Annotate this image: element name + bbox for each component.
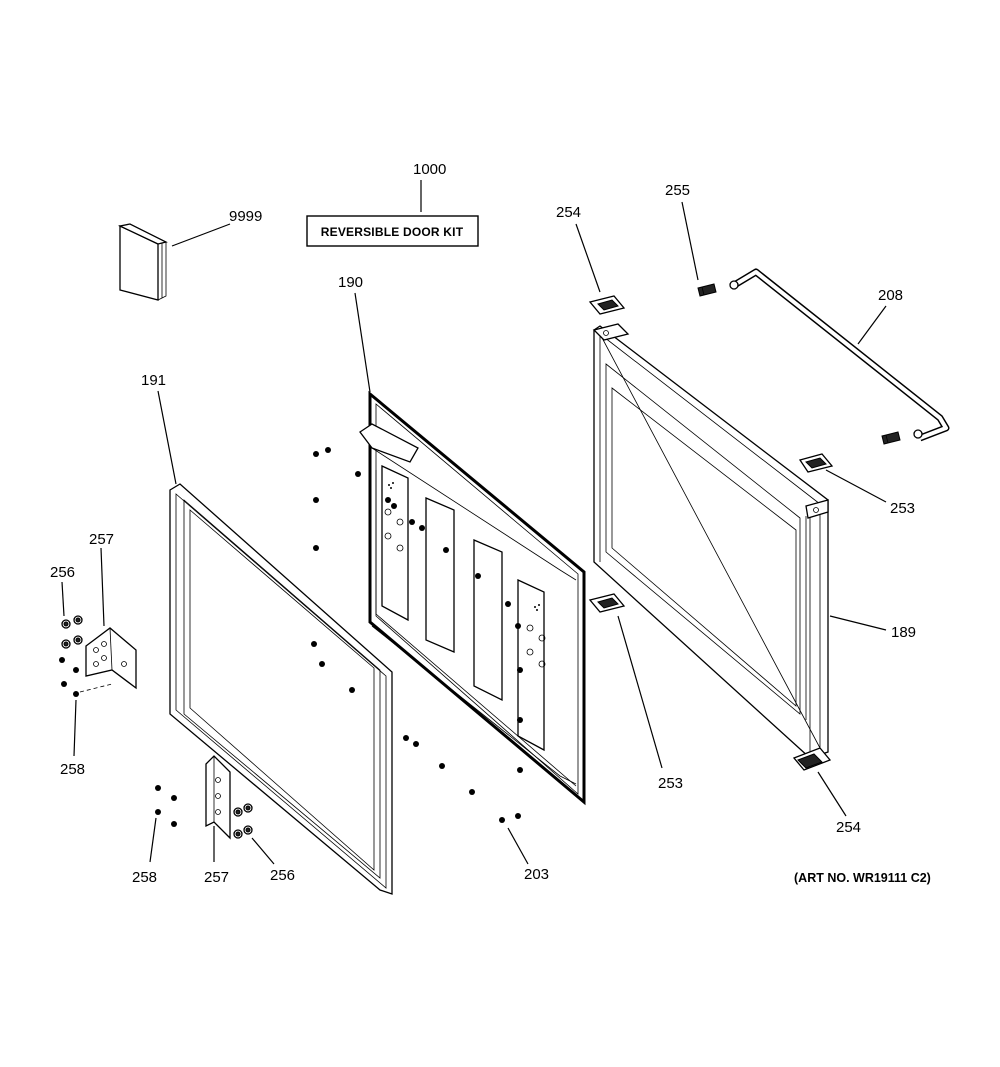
leader-258-bottom [149,817,157,863]
callout-189: 189 [891,624,916,641]
hinge-washers-left-part[interactable] [61,615,83,649]
callout-255: 255 [665,182,690,199]
door-liner-part[interactable] [359,390,586,806]
art-number: (ART NO. WR19111 C2) [794,871,931,885]
leader-254-bottom [817,771,847,817]
reversible-door-kit-box[interactable]: REVERSIBLE DOOR KIT [306,215,479,247]
leader-257-left [100,547,105,627]
liner-screws-part[interactable] [311,447,523,823]
leader-253-right [825,469,887,503]
callout-257-left: 257 [89,531,114,548]
leader-191 [157,390,177,485]
owners-manual-part[interactable] [117,223,168,301]
leader-256-left [61,581,65,617]
leader-190 [354,292,371,393]
leader-256-bottom [251,837,275,865]
callout-253-bottom: 253 [658,775,683,792]
hinge-bracket-bottom-part[interactable] [205,755,231,840]
callout-256-bottom: 256 [270,867,295,884]
handle-pad-right-part[interactable] [798,453,834,473]
callout-191: 191 [141,372,166,389]
leader-253-bottom [617,615,663,769]
callout-258-left: 258 [60,761,85,778]
leader-208 [857,305,887,345]
callout-9999: 9999 [229,208,262,225]
callout-203: 203 [524,866,549,883]
callout-258-bottom: 258 [132,869,157,886]
callout-254-bottom: 254 [836,819,861,836]
leader-9999 [171,223,231,247]
hinge-bracket-left-part[interactable] [85,627,137,690]
door-gasket-part[interactable] [169,483,393,895]
callout-256-left: 256 [50,564,75,581]
handle-screw-part[interactable] [697,283,901,445]
hinge-washers-bottom-part[interactable] [233,803,253,839]
kit-label: REVERSIBLE DOOR KIT [321,225,464,239]
callout-253-right: 253 [890,500,915,517]
callout-254-top: 254 [556,204,581,221]
leader-255 [681,201,699,281]
callout-1000: 1000 [413,161,446,178]
callout-257-bottom: 257 [204,869,229,886]
hinge-screws-left-part[interactable] [59,657,79,697]
axis-line-left [79,683,113,693]
door-handle-part[interactable] [729,268,950,442]
leader-203 [507,827,529,865]
handle-pad-left-part[interactable] [588,593,626,613]
callout-208: 208 [878,287,903,304]
leader-254-top [575,223,601,293]
leader-258-left [73,699,77,757]
callout-190: 190 [338,274,363,291]
hinge-screws-bottom-part[interactable] [155,785,177,827]
outer-door-part[interactable] [592,323,829,759]
hinge-cap-bottom-part[interactable] [792,747,832,771]
leader-189 [829,615,887,631]
hinge-cap-top-part[interactable] [588,295,626,315]
